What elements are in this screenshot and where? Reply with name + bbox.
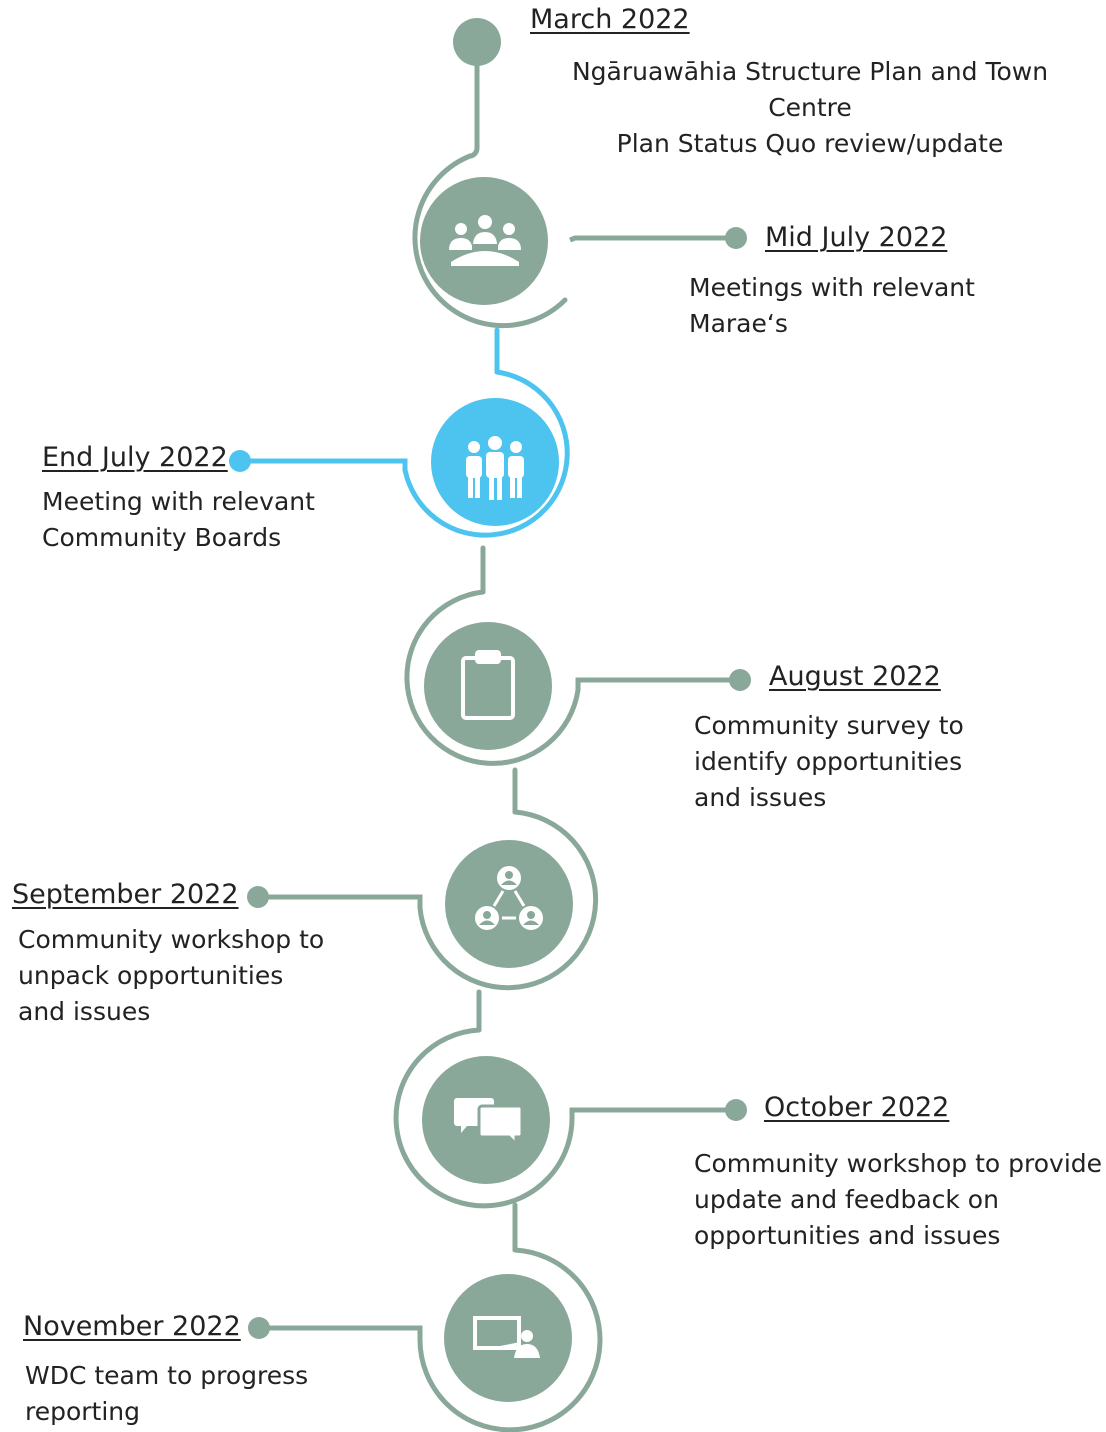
people-group-icon	[466, 436, 524, 500]
dot-mid-july	[725, 227, 747, 249]
meeting-table-icon	[449, 215, 521, 266]
milestone-desc-october: Community workshop to provide update and…	[694, 1149, 1103, 1250]
milestone-title-november: November 2022	[23, 1311, 241, 1342]
clipboard-icon	[461, 650, 515, 720]
ring-2	[402, 369, 570, 538]
dot-november	[248, 1317, 270, 1339]
milestone-desc-november: WDC team to progress reporting	[25, 1361, 309, 1426]
milestone-title-september: September 2022	[12, 879, 239, 910]
milestone-title-august: August 2022	[769, 661, 941, 692]
ring-1	[412, 153, 568, 329]
network-people-icon	[475, 866, 543, 930]
milestone-title-march: March 2022	[530, 4, 690, 35]
milestone-title-end-july: End July 2022	[42, 442, 228, 473]
presentation-icon	[473, 1316, 540, 1358]
branch-august	[575, 677, 740, 690]
node-3	[424, 622, 552, 750]
ring-6	[417, 1247, 603, 1432]
milestone-desc-end-july: Meeting with relevant Community Boards	[42, 487, 315, 552]
chat-bubbles-icon	[454, 1098, 524, 1148]
dot-october	[725, 1099, 747, 1121]
dot-august	[729, 669, 751, 691]
node-4	[445, 840, 573, 968]
ring-4	[417, 809, 599, 991]
ring-5	[393, 1027, 575, 1209]
milestone-desc-mid-july: Meetings with relevant Marae‘s	[689, 273, 975, 338]
ring-3	[404, 589, 581, 766]
branch-october	[569, 1107, 735, 1115]
branch-end-july	[240, 458, 408, 470]
milestone-desc-august: Community survey to identify opportuniti…	[694, 711, 964, 812]
dot-september	[247, 886, 269, 908]
milestone-title-october: October 2022	[764, 1092, 950, 1123]
milestone-desc-march: Ngāruawāhia Structure Plan and Town Cent…	[571, 57, 1049, 158]
branch-mid-july	[569, 235, 735, 243]
start-dot	[453, 18, 501, 66]
node-6	[444, 1274, 572, 1402]
dot-end-july	[229, 450, 251, 472]
branch-september	[258, 894, 423, 908]
milestone-desc-september: Community workshop to unpack opportuniti…	[18, 925, 325, 1026]
milestone-title-mid-july: Mid July 2022	[765, 222, 948, 253]
branch-november	[260, 1325, 423, 1340]
